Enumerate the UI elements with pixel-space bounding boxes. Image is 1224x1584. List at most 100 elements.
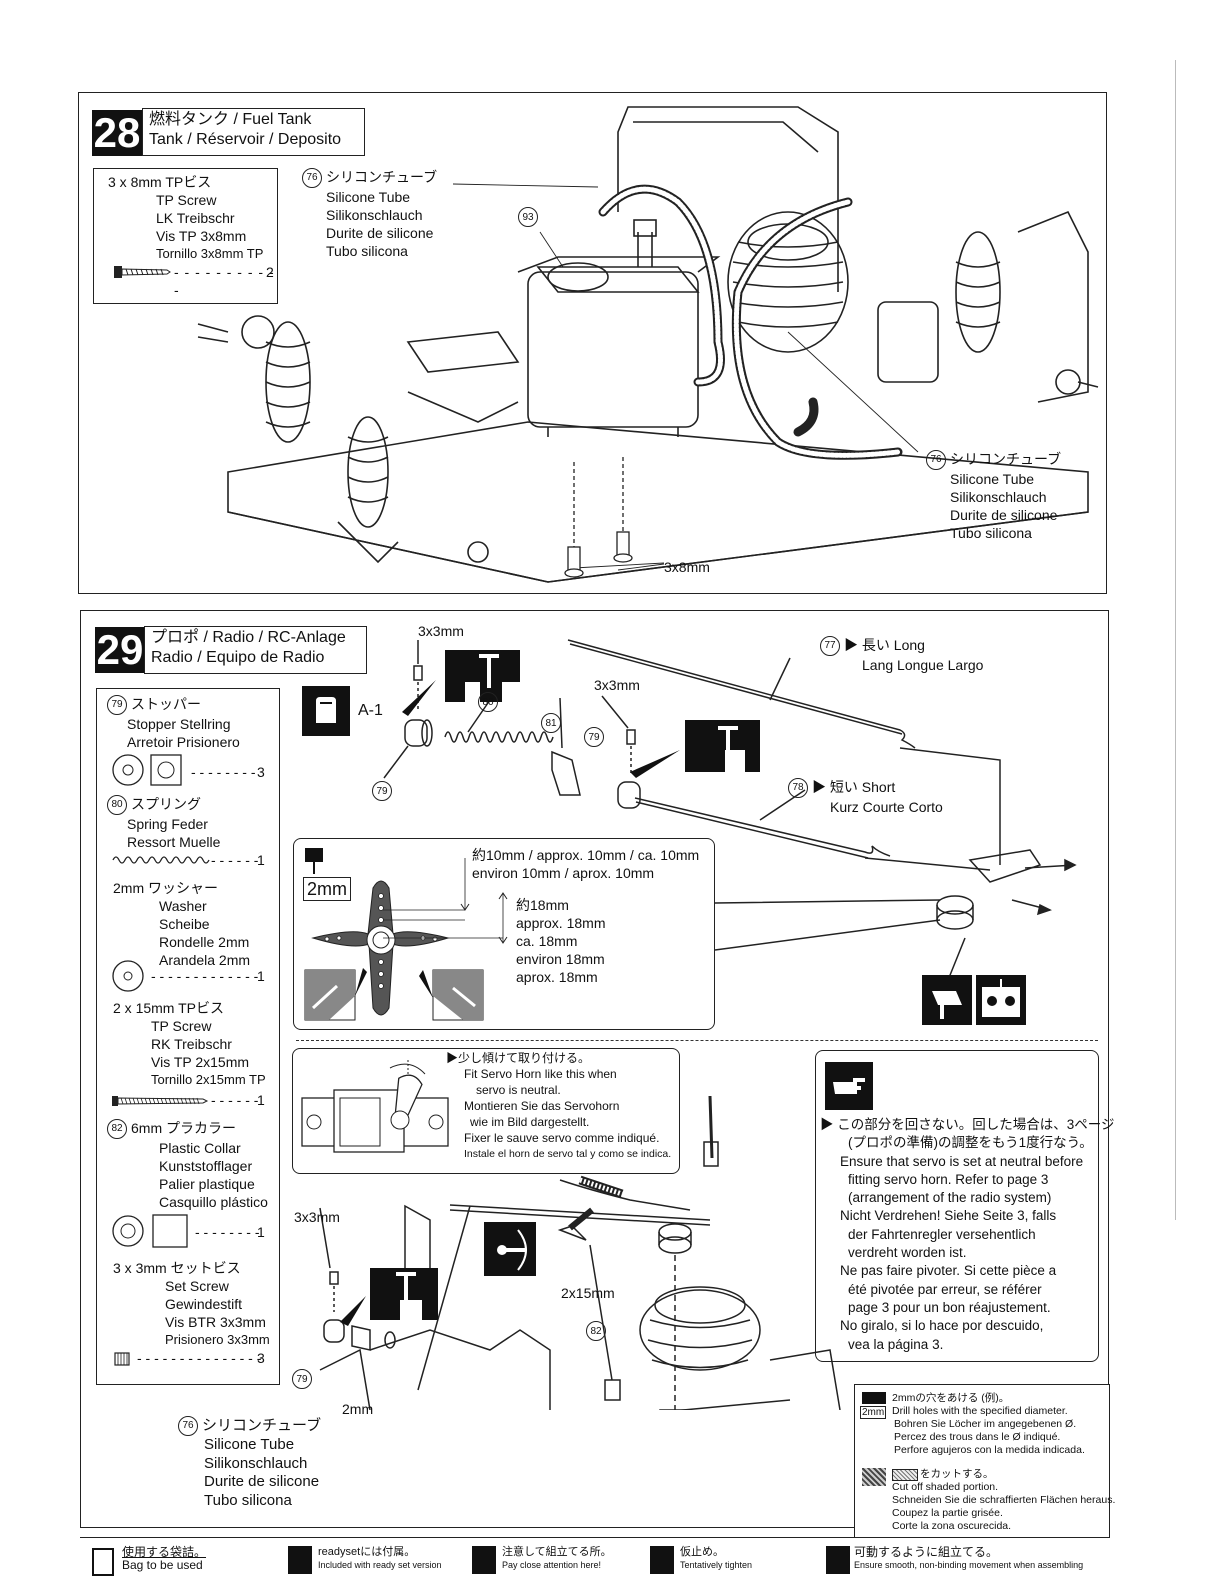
washer-jp: 2mm ワッシャー bbox=[113, 880, 218, 896]
long-rod-langs: Lang Longue Largo bbox=[862, 657, 984, 674]
cut-legend-en: Cut off shaded portion. bbox=[892, 1481, 999, 1493]
part-number-78: 78 bbox=[788, 778, 808, 799]
tube-jp-b: シリコンチューブ bbox=[950, 451, 1062, 467]
cut-legend-jp: をカットする。 bbox=[920, 1468, 994, 1480]
readyset-footer-icon bbox=[288, 1546, 312, 1574]
note-en-2: fitting servo horn. Refer to page 3 bbox=[848, 1171, 1049, 1187]
tube-fr-c: Durite de silicone bbox=[204, 1473, 320, 1490]
dotted-leader: - - - - - - - - bbox=[191, 764, 256, 780]
footer-bag-jp: 使用する袋詰。 bbox=[122, 1545, 207, 1559]
fit-fr: Fixer le sauve servo comme indiqué. bbox=[464, 1131, 660, 1145]
fit-en-2: servo is neutral. bbox=[476, 1083, 561, 1097]
washer-de: Scheibe bbox=[159, 916, 210, 932]
dotted-leader: - - - - - - bbox=[211, 1092, 259, 1108]
dist10-line2: environ 10mm / aprox. 10mm bbox=[472, 865, 655, 881]
neutral-note-box bbox=[815, 1050, 1099, 1362]
servo-fit-detail-box bbox=[292, 1048, 680, 1174]
screw-icon bbox=[114, 266, 171, 278]
part-number-82: 82 bbox=[107, 1119, 127, 1140]
setscrew-de: Gewindestift bbox=[165, 1296, 243, 1312]
bag-a1-label: A-1 bbox=[358, 702, 383, 719]
drill-size-label: 2mm bbox=[303, 877, 351, 901]
part-number-80-callout: 80 bbox=[478, 692, 498, 712]
screw-3x8-en: TP Screw bbox=[156, 192, 217, 208]
dist10-line1: 約10mm / approx. 10mm / ca. 10mm bbox=[472, 847, 700, 863]
part-number-93: 93 bbox=[518, 207, 538, 227]
drill-legend-text: 2mmの穴をあける (例)。 Drill holes with the spec… bbox=[892, 1392, 1085, 1457]
tube-fr-b: Durite de silicone bbox=[950, 507, 1058, 524]
part-number-76: 76 bbox=[302, 168, 322, 189]
washer-icon bbox=[112, 960, 144, 992]
short-rod-langs: Kurz Courte Corto bbox=[830, 799, 943, 816]
tube-de-b: Silikonschlauch bbox=[950, 489, 1047, 506]
step-28-parts-box: 3 x 8mm TPビス TP Screw LK Treibschr Vis T… bbox=[93, 168, 278, 304]
footer-readyset-jp: readysetには付属。 bbox=[318, 1546, 416, 1558]
footer-bag-en: Bag to be used bbox=[122, 1558, 203, 1572]
drill-legend-size: 2mm bbox=[860, 1406, 887, 1419]
washer-2mm-callout: 2mm bbox=[342, 1401, 374, 1417]
scan-edge-line bbox=[1175, 60, 1176, 1220]
washer-fr: Rondelle 2mm bbox=[159, 934, 250, 950]
servo-horn-detail bbox=[304, 848, 508, 1021]
spring-jp: スプリング bbox=[131, 796, 201, 812]
dotted-leader: - - - - - - - - - - - bbox=[174, 264, 275, 298]
dist18-en: approx. 18mm bbox=[516, 915, 606, 931]
footer-attention-en: Pay close attention here! bbox=[502, 1560, 602, 1570]
long-rod-label: 長い Long bbox=[861, 637, 925, 653]
fit-de-2: wie im Bild dargestellt. bbox=[470, 1115, 590, 1129]
fit-jp: 少し傾けて取り付ける。 bbox=[458, 1051, 591, 1065]
cut-legend-icon bbox=[862, 1468, 886, 1486]
part-number-79-callout-b: 79 bbox=[372, 781, 392, 801]
note-jp-2: (プロポの準備)の調整をもう1度行なう。 bbox=[848, 1135, 1093, 1151]
bag-footer-icon bbox=[92, 1548, 114, 1576]
cut-legend-fr: Coupez la partie grisée. bbox=[892, 1507, 1003, 1519]
screw-2x15-fr: Vis TP 2x15mm bbox=[151, 1054, 250, 1070]
screw-3x8-callout: 3x8mm bbox=[664, 559, 710, 575]
attention-footer-icon bbox=[472, 1546, 496, 1574]
part-number-76-b: 76 bbox=[926, 450, 946, 471]
setscrew-group: 3 x 3mm セットビス Set Screw Gewindestift Vis… bbox=[113, 1259, 270, 1349]
footer-temp-jp: 仮止め。 bbox=[680, 1546, 724, 1558]
fit-en-1: Fit Servo Horn like this when bbox=[464, 1067, 617, 1081]
screw-3x8-fr: Vis TP 3x8mm bbox=[156, 228, 247, 244]
washer-es: Arandela 2mm bbox=[159, 952, 251, 968]
arrow-right-icon: ▶ bbox=[446, 1051, 459, 1065]
temp-tighten-footer-icon bbox=[650, 1546, 674, 1574]
note-jp-1: この部分を回さない。回した場合は、3ページ bbox=[837, 1117, 1115, 1132]
servo-horn-detail-box bbox=[293, 838, 715, 1030]
note-es-2: vea la página 3. bbox=[848, 1336, 944, 1352]
bag-a1-icon bbox=[302, 686, 350, 736]
step-29-title-jp: プロポ / Radio / RC-Anlage bbox=[151, 629, 346, 646]
footer-movable: 可動するように組立てる。 Ensure smooth, non-binding … bbox=[854, 1546, 1083, 1572]
setscrew-es: Prisionero 3x3mm bbox=[165, 1332, 270, 1347]
dotted-leader: - - - - - - - - bbox=[195, 1224, 260, 1240]
note-fr-1: Ne pas faire pivoter. Si cette pièce a bbox=[840, 1263, 1057, 1279]
screw-2x15-callout: 2x15mm bbox=[561, 1285, 615, 1301]
screw-2x15-es: Tornillo 2x15mm TP bbox=[151, 1072, 266, 1087]
step-28-panel bbox=[78, 92, 1107, 594]
collar-jp: 6mm プラカラー bbox=[131, 1120, 236, 1136]
tube-es: Tubo silicona bbox=[326, 243, 408, 260]
collar-fr: Palier plastique bbox=[159, 1176, 255, 1193]
footer-movable-jp: 可動するように組立てる。 bbox=[854, 1545, 999, 1559]
part-number-81-callout: 81 bbox=[541, 713, 561, 733]
spring-fr-es: Ressort Muelle bbox=[127, 834, 221, 851]
dist18-jp: 約18mm bbox=[516, 897, 569, 913]
note-de-2: der Fahrtenregler versehentlich bbox=[848, 1226, 1036, 1242]
size-3x3-b: 3x3mm bbox=[594, 677, 640, 693]
footer-strip bbox=[80, 1537, 1110, 1538]
note-en-1: Ensure that servo is set at neutral befo… bbox=[840, 1153, 1084, 1169]
short-rod-callout: 78▶ 短い Short Kurz Courte Corto bbox=[788, 778, 943, 816]
collar-en: Plastic Collar bbox=[159, 1140, 241, 1157]
washer-qty: 1 bbox=[257, 968, 265, 984]
screw-2x15-de: RK Treibschr bbox=[151, 1036, 232, 1052]
tube-en-b: Silicone Tube bbox=[950, 471, 1035, 488]
drill-legend-de: Bohren Sie Löcher im angegebenen Ø. bbox=[894, 1418, 1077, 1430]
dist18-fr: environ 18mm bbox=[516, 951, 605, 967]
servo-mount-illustration bbox=[319, 1095, 841, 1410]
drill-legend-fr: Percez des trous dans le Ø indiqué. bbox=[894, 1431, 1061, 1443]
setscrew-qty: 3 bbox=[257, 1350, 265, 1366]
fuel-tank-illustration bbox=[197, 106, 1099, 583]
